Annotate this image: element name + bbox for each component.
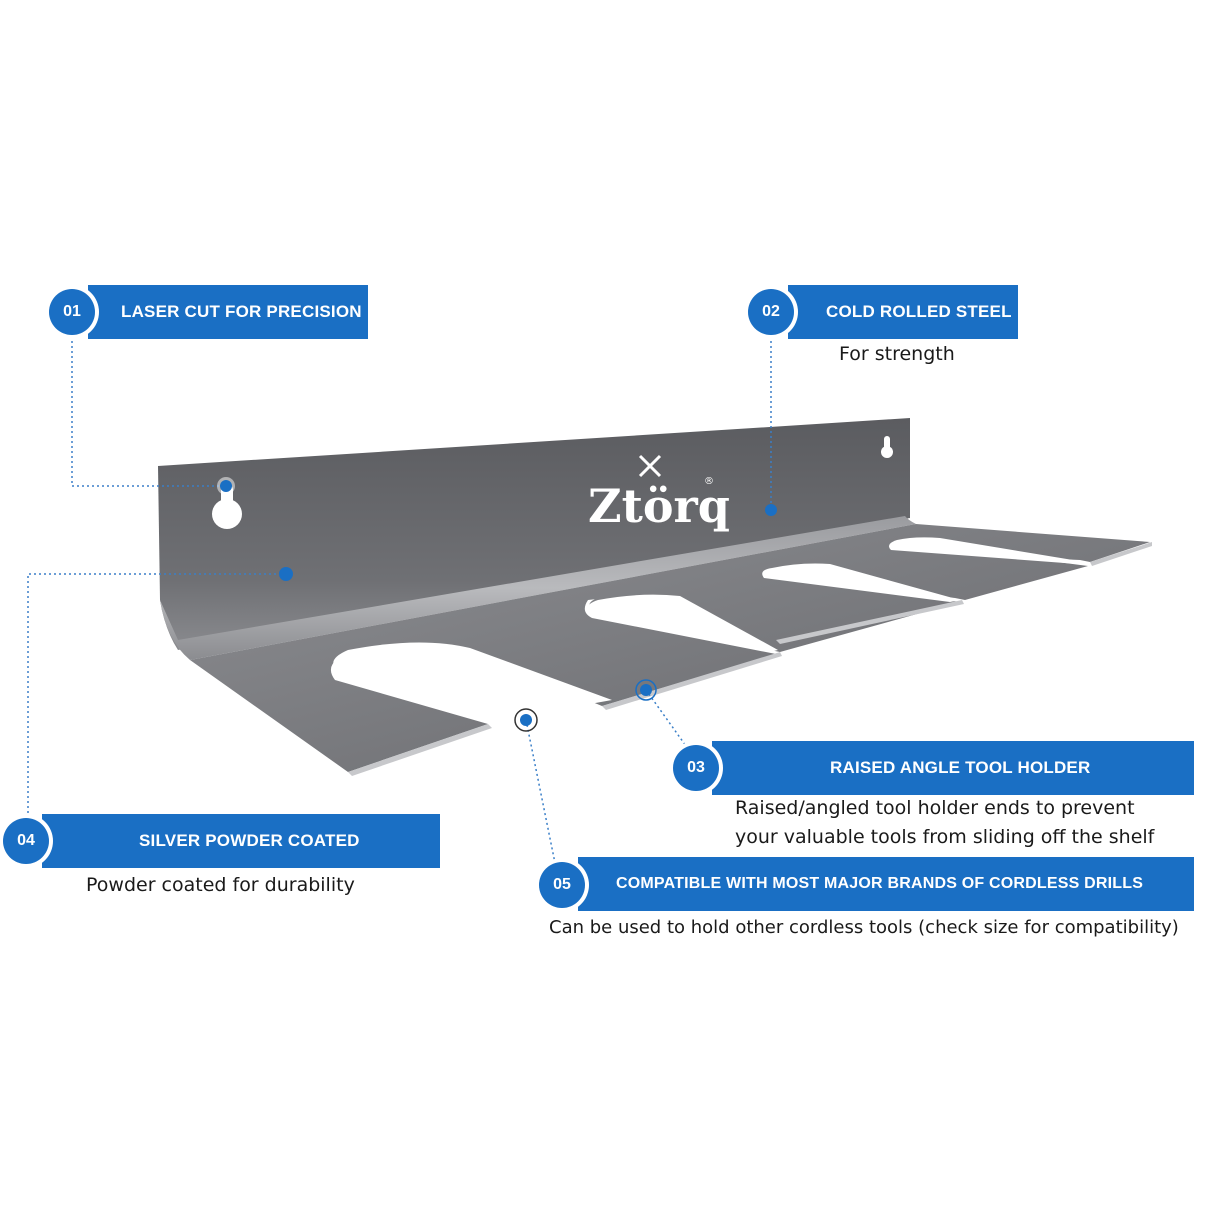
feature-description: For strength — [839, 343, 955, 365]
feature-title: SILVER POWDER COATED — [139, 831, 360, 850]
feature-title: COLD ROLLED STEEL — [826, 302, 1012, 321]
feature-number-badge: 05 — [539, 862, 585, 908]
callout-dot-02 — [765, 504, 777, 516]
callout-dot-03 — [635, 679, 657, 701]
feature-number-badge: 01 — [49, 289, 95, 335]
feature-description-line-1: Raised/angled tool holder ends to preven… — [735, 797, 1135, 819]
logo-text: Ztörq — [588, 479, 730, 533]
feature-title-banner: LASER CUT FOR PRECISION — [88, 285, 368, 339]
feature-title: COMPATIBLE WITH MOST MAJOR BRANDS OF COR… — [616, 875, 1144, 892]
leader-line-03 — [645, 689, 687, 747]
feature-title: RAISED ANGLE TOOL HOLDER — [830, 758, 1091, 777]
feature-description: Powder coated for durability — [86, 874, 355, 896]
callout-dot-04 — [279, 567, 293, 581]
leader-line-01 — [71, 336, 226, 487]
tool-slot-3 — [762, 563, 960, 602]
leader-line-05 — [525, 719, 557, 869]
feature-number-badge: 03 — [673, 745, 719, 791]
feature-title-banner: COLD ROLLED STEEL — [788, 285, 1018, 339]
raised-tip-4 — [1090, 542, 1152, 566]
feature-number-badge: 04 — [3, 818, 49, 864]
feature-title: LASER CUT FOR PRECISION — [121, 302, 362, 321]
callout-dot-01 — [217, 477, 235, 495]
brand-logo: Ztörq ® — [588, 454, 730, 533]
keyhole-right — [881, 436, 893, 458]
feature-description: Can be used to hold other cordless tools… — [549, 917, 1179, 938]
shelf-base — [190, 524, 1150, 772]
shelf-back-plate — [158, 418, 910, 650]
feature-description-line-2: your valuable tools from sliding off the… — [735, 826, 1155, 848]
feature-number-badge: 02 — [748, 289, 794, 335]
feature-title-banner: SILVER POWDER COATED — [42, 814, 440, 868]
feature-title-banner: COMPATIBLE WITH MOST MAJOR BRANDS OF COR… — [578, 857, 1194, 911]
feature-title-banner: RAISED ANGLE TOOL HOLDER — [712, 741, 1194, 795]
registered-mark: ® — [704, 476, 714, 487]
callout-dot-05 — [514, 708, 538, 732]
leader-line-04 — [27, 573, 286, 822]
tool-slot-4 — [889, 537, 1085, 564]
raised-tip-3 — [776, 600, 964, 644]
shelf-bend — [160, 516, 916, 660]
wrench-screwdriver-icon — [638, 454, 662, 478]
tool-slot-1 — [333, 642, 612, 722]
tool-slot-2 — [587, 594, 778, 652]
raised-tip-1 — [348, 724, 492, 776]
